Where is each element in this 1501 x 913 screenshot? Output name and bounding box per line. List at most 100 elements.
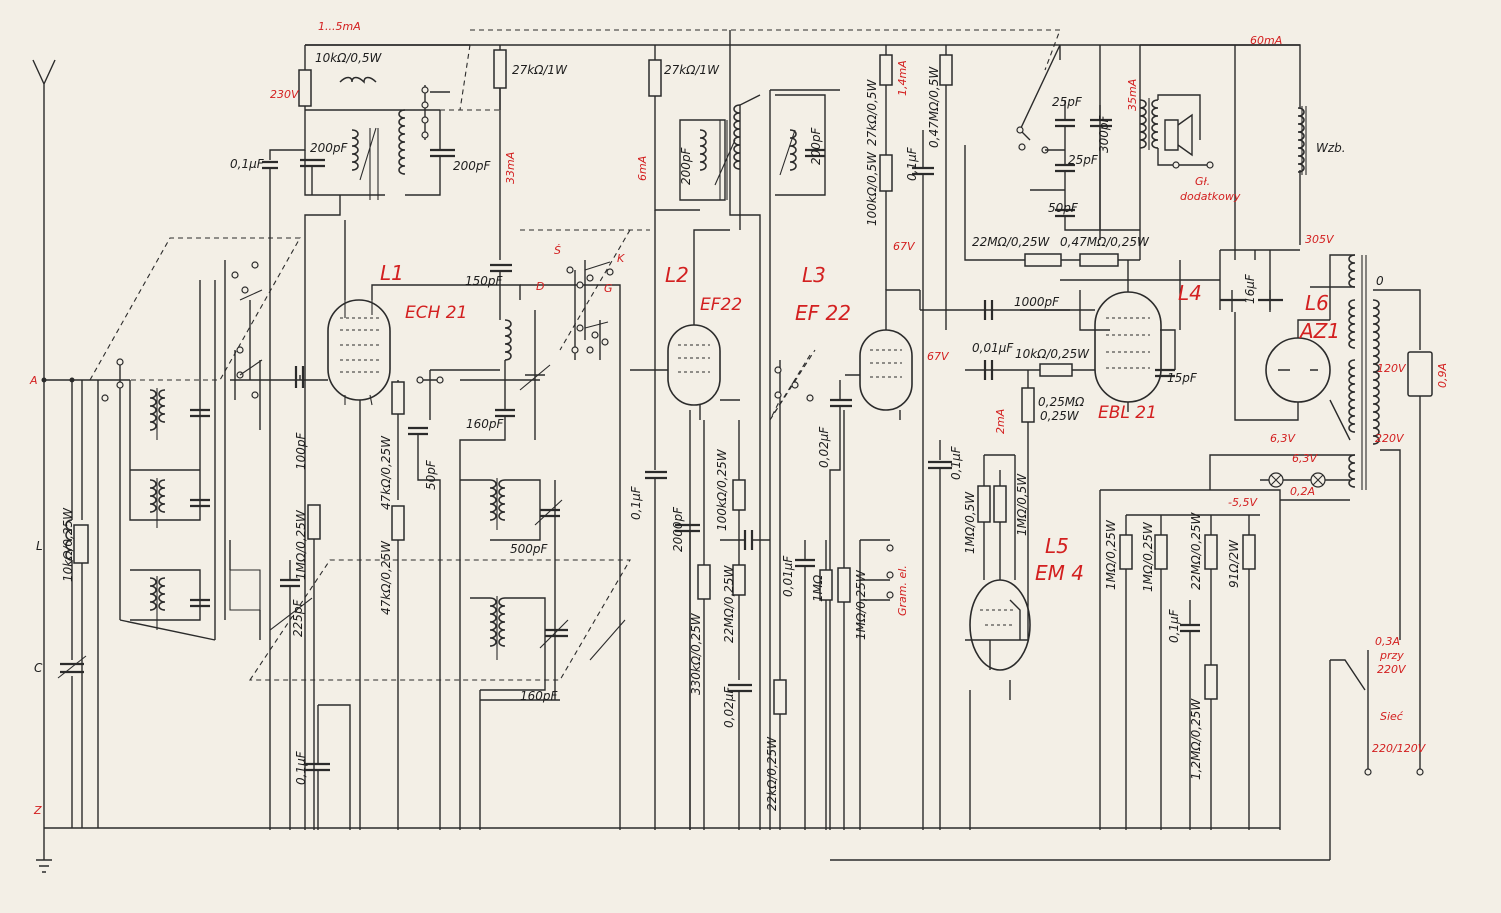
c22-label: 0,01μF bbox=[972, 341, 1014, 355]
voltage-63v-b: 6,3V bbox=[1292, 452, 1318, 465]
r7-label: 47kΩ/0,25W bbox=[379, 435, 393, 510]
band-d: D bbox=[536, 280, 544, 293]
tube-l6-type: AZ1 bbox=[1298, 319, 1340, 343]
r24-label: 22MΩ/0,25W bbox=[1189, 511, 1203, 590]
tube-l2 bbox=[630, 30, 826, 830]
r4-label: 27kΩ/0,5W bbox=[865, 78, 879, 146]
voltage-67v-a: 67V bbox=[893, 240, 916, 253]
band-s: Ś bbox=[554, 244, 561, 257]
tube-l5 bbox=[969, 454, 1031, 830]
r12-label: 10kΩ/0,25W bbox=[1015, 347, 1090, 361]
fuse-02a: 0,2A bbox=[1290, 485, 1315, 498]
r21-label: 1MΩ/0,5W bbox=[1015, 473, 1029, 536]
c25-label: 25pF bbox=[1052, 95, 1083, 109]
c26-label: 25pF bbox=[1068, 153, 1099, 167]
r2-label: 27kΩ/1W bbox=[512, 63, 568, 77]
voltage-120v: 120V bbox=[1377, 362, 1407, 375]
terminal-a: A bbox=[29, 374, 38, 387]
choke-label: Wzb. bbox=[1316, 141, 1346, 155]
c27-label: 50pF bbox=[1048, 201, 1079, 215]
c8-label: 50pF bbox=[424, 459, 438, 490]
c2-label: 200pF bbox=[310, 141, 349, 155]
r13-label: 0,25MΩ bbox=[1038, 395, 1085, 409]
oscillator-section bbox=[262, 44, 500, 830]
switch-rating: 0,3A bbox=[1375, 635, 1400, 648]
current-l2: 6mA bbox=[636, 156, 649, 181]
r8-label: 47kΩ/0,25W bbox=[379, 540, 393, 615]
tube-l1 bbox=[229, 220, 420, 830]
c12-label: 225pF bbox=[291, 598, 305, 637]
r-ant-label: 10kΩ/0,25W bbox=[61, 507, 75, 582]
r11-label: 0,47MΩ/0,25W bbox=[1060, 235, 1150, 249]
c5-label: 200pF bbox=[809, 126, 823, 165]
switch-przy: przy bbox=[1379, 649, 1404, 662]
c24-label: 16μF bbox=[1243, 273, 1257, 304]
r6-label: 100kΩ/0,5W bbox=[865, 151, 879, 226]
tube-l1-type: ECH 21 bbox=[405, 303, 467, 323]
tube-l3-type: EF 22 bbox=[795, 301, 851, 325]
labels: A Z L C 1...5mA 60mA 230V 305V 67V 67V 6… bbox=[29, 20, 1449, 817]
voltage-67v-b: 67V bbox=[927, 350, 950, 363]
r23-label: 1MΩ/0,25W bbox=[1141, 521, 1155, 592]
r14-label: 100kΩ/0,25W bbox=[715, 448, 729, 531]
c9-label: 160pF bbox=[466, 417, 505, 431]
antenna-input-section bbox=[32, 59, 1280, 873]
c1-label: 0,1μF bbox=[230, 157, 265, 171]
if1-section bbox=[408, 45, 650, 830]
tube-l1-id: L1 bbox=[380, 261, 404, 285]
r13b-label: 0,25W bbox=[1040, 409, 1080, 423]
switch-voltage: 220V bbox=[1377, 663, 1407, 676]
c4-label: 200pF bbox=[679, 146, 693, 185]
speaker-label-2: dodatkowy bbox=[1180, 190, 1241, 203]
band-g: G bbox=[604, 282, 613, 295]
tube-l6-id: L6 bbox=[1305, 291, 1329, 315]
r16-label: 22MΩ/0,25W bbox=[722, 564, 736, 643]
c3-label: 200pF bbox=[453, 159, 492, 173]
fuse-09a: 0,9A bbox=[1436, 363, 1449, 388]
bias-network bbox=[1099, 489, 1281, 830]
c15-label: 2000pF bbox=[671, 506, 685, 552]
current-l3: 1,4mA bbox=[896, 60, 909, 96]
c18-label: 0,01μF bbox=[781, 555, 795, 597]
gram-label: Gram. el. bbox=[896, 565, 909, 616]
c13-label: 0,1μF bbox=[294, 750, 308, 785]
transformer-zero: 0 bbox=[1376, 274, 1384, 288]
voltage-55v: -5,5V bbox=[1228, 496, 1258, 509]
r10-label: 22MΩ/0,25W bbox=[972, 235, 1051, 249]
current-l4: 35mA bbox=[1126, 79, 1139, 111]
c11-label: 160pF bbox=[520, 689, 559, 703]
c17-label: 0,02μF bbox=[817, 426, 831, 468]
c6-label: 150pF bbox=[465, 274, 504, 288]
tube-l2-type: EF22 bbox=[700, 295, 742, 315]
mains-label: Sieć bbox=[1380, 710, 1404, 723]
c23-label: 15pF bbox=[1167, 371, 1198, 385]
current-l1: 33mA bbox=[504, 152, 517, 184]
r19-label: 22kΩ/0,25W bbox=[765, 736, 779, 811]
c28-label: 300pF bbox=[1097, 114, 1111, 153]
tube-l2-id: L2 bbox=[665, 263, 689, 287]
band-k: K bbox=[617, 252, 625, 265]
c14-label: 0,1μF bbox=[629, 485, 643, 520]
c7-label: 100pF bbox=[294, 431, 308, 470]
c21-label: 1000pF bbox=[1014, 295, 1060, 309]
top-bus bbox=[305, 29, 1300, 71]
power-supply bbox=[1209, 254, 1433, 860]
c10-label: 500pF bbox=[510, 542, 549, 556]
r9-label: 1MΩ/0,25W bbox=[294, 509, 308, 580]
tube-l3-id: L3 bbox=[802, 263, 826, 287]
c16-label: 0,02μF bbox=[722, 686, 736, 728]
voltage-305v: 305V bbox=[1305, 233, 1335, 246]
voltage-230v: 230V bbox=[270, 88, 300, 101]
tube-l4 bbox=[919, 45, 1220, 830]
capacitor-c: C bbox=[34, 661, 43, 675]
voltage-220v: 220V bbox=[1375, 432, 1405, 445]
voltage-63v: 6,3V bbox=[1270, 432, 1296, 445]
r20-label: 1MΩ/0,5W bbox=[963, 491, 977, 554]
tube-l4-type: EBL 21 bbox=[1098, 403, 1157, 423]
output-stage bbox=[1016, 44, 1307, 312]
r15-label: 330kΩ/0,25W bbox=[689, 612, 703, 695]
tube-l4-id: L4 bbox=[1178, 281, 1202, 305]
r22-label: 1MΩ/0,25W bbox=[1104, 519, 1118, 590]
c29-label: 0,1μF bbox=[1167, 608, 1181, 643]
